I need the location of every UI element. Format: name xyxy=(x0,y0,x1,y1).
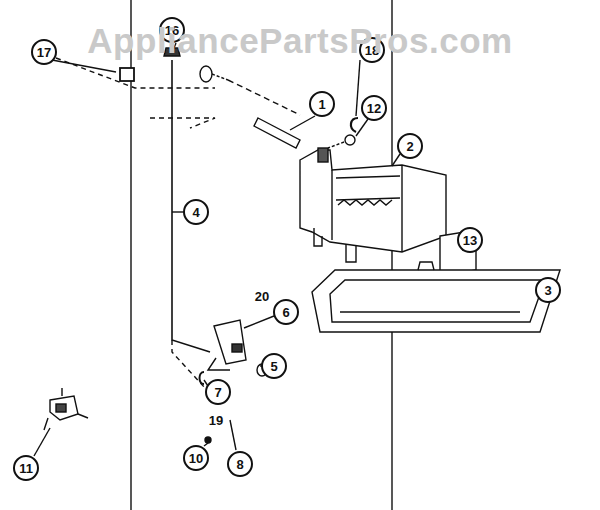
callout-number: 20 xyxy=(253,289,271,304)
callout-text: 5 xyxy=(270,360,277,373)
callout-text: 7 xyxy=(214,386,221,399)
callout-number: 10 xyxy=(183,445,209,471)
callout-number: 8 xyxy=(227,451,253,477)
callout-text: 11 xyxy=(19,462,33,475)
callout-number: 17 xyxy=(31,39,57,65)
callout-text: 10 xyxy=(189,452,203,465)
callout-text: 4 xyxy=(192,206,199,219)
callout-text: 2 xyxy=(406,140,413,153)
callout-text: 13 xyxy=(463,234,477,247)
callout-number: 7 xyxy=(205,379,231,405)
callout-number: 2 xyxy=(397,133,423,159)
callout-number: 1 xyxy=(309,91,335,117)
callout-number: 12 xyxy=(361,95,387,121)
callout-text: 1 xyxy=(318,98,325,111)
callout-number: 19 xyxy=(207,413,225,428)
callout-number: 11 xyxy=(13,455,39,481)
callout-text: 8 xyxy=(236,458,243,471)
callout-number: 5 xyxy=(261,353,287,379)
callout-number: 4 xyxy=(183,199,209,225)
watermark: AppliancePartsPros.com xyxy=(87,23,512,58)
callout-text: 17 xyxy=(37,46,51,59)
callout-number: 13 xyxy=(457,227,483,253)
callout-number: 6 xyxy=(273,299,299,325)
callout-text: 6 xyxy=(282,306,289,319)
callout-text: 3 xyxy=(544,284,551,297)
callout-text: 12 xyxy=(367,102,381,115)
callout-number: 3 xyxy=(535,277,561,303)
